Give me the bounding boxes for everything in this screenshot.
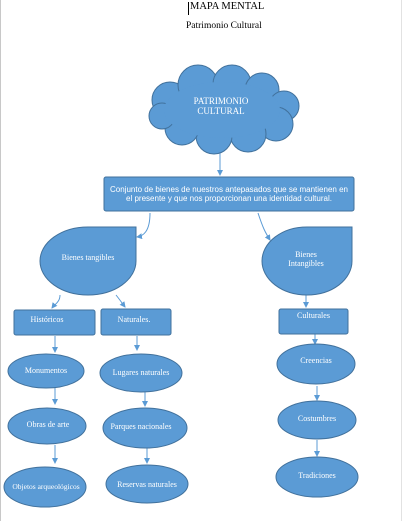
costumbres-ellipse [277, 400, 357, 440]
connector-definition-tangibles [136, 212, 151, 240]
document-subtitle: Patrimonio Cultural [186, 21, 262, 31]
connector-tangibles-naturales [115, 294, 126, 308]
reservas-ellipse [105, 464, 189, 504]
obras-ellipse [7, 407, 87, 445]
central-cloud [148, 64, 300, 155]
connector-definition-intangibles [257, 212, 271, 241]
naturales-box [100, 308, 172, 336]
document-title: MAPA MENTAL [190, 1, 265, 12]
objetos-ellipse [3, 466, 87, 508]
parques-ellipse [102, 407, 188, 449]
culturales-box [278, 308, 349, 335]
connectors [51, 147, 320, 464]
page-left-edge [0, 0, 1, 521]
definition-box [103, 176, 355, 212]
creencias-ellipse [276, 343, 356, 385]
monumentos-ellipse [7, 353, 85, 389]
tradiciones-ellipse [275, 456, 359, 498]
page-right-edge [401, 0, 402, 521]
connector-tangibles-historicos [51, 294, 61, 309]
historicos-box [13, 309, 96, 336]
text-cursor [188, 2, 189, 15]
lugares-ellipse [99, 353, 183, 393]
tangibles-shape [39, 226, 137, 296]
intangibles-shape [261, 226, 353, 296]
